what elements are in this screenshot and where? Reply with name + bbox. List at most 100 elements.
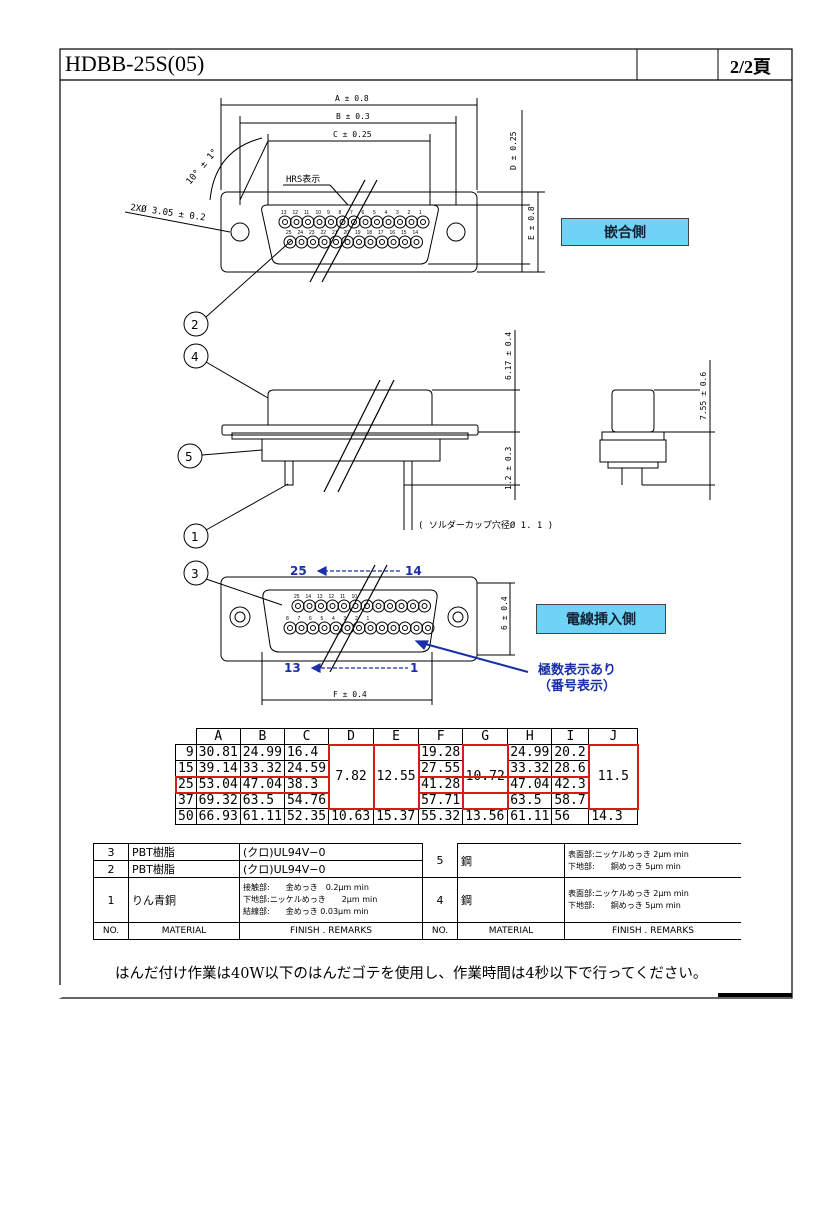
cell-f: 27.55	[418, 760, 464, 777]
finish-line: 表面部:ニッケルめっき 2μm min	[568, 889, 689, 898]
pin-arrows	[310, 566, 529, 673]
footer-finish: FINISH . REMARKS	[239, 922, 423, 940]
solder-cup-pin-number: 10	[352, 594, 358, 600]
col-header-e: E	[373, 728, 420, 745]
mating-pin-core	[298, 239, 305, 245]
mat-material: PBT樹脂	[128, 860, 240, 878]
solder-cup-pin-number: 1	[367, 616, 370, 622]
mating-pin-core	[379, 239, 385, 245]
solder-cup-pin-number: 2	[355, 616, 358, 622]
mating-pin	[382, 215, 395, 229]
solder-cup-pin-number: 13	[317, 594, 323, 600]
pin-label-25: 25	[290, 564, 307, 578]
finish-line: 下地部:ニッケルめっき 2μm min	[243, 895, 378, 904]
solder-cup-pin-core	[375, 603, 382, 609]
mating-pin-number: 18	[367, 230, 373, 236]
cell-a: 39.14	[195, 760, 241, 777]
callout-2: 2	[191, 318, 199, 332]
mating-pin-number: 2	[408, 210, 411, 216]
cell-g-merged: 10.72	[462, 744, 509, 809]
mating-pin-number: 10	[316, 210, 322, 216]
solder-cup-pin-core	[413, 625, 420, 631]
mating-pin-core	[356, 239, 362, 245]
mating-pin-number: 17	[378, 230, 384, 236]
mating-pin	[295, 235, 308, 249]
dim-a-label: A ± 0.8	[335, 94, 369, 103]
mating-pin	[370, 215, 384, 229]
cell-b: 24.99	[239, 744, 285, 761]
solder-cup-pin	[314, 599, 328, 613]
col-header-c: C	[283, 728, 330, 745]
footer-no: NO.	[422, 922, 458, 940]
solder-cup-pin-core	[306, 603, 313, 609]
mating-pin-number: 5	[373, 210, 376, 216]
mating-pin-core	[408, 219, 415, 225]
mating-pin-core	[385, 219, 392, 225]
mating-pin-number: 16	[390, 230, 396, 236]
mating-pin-number: 6	[362, 210, 365, 216]
pin-label-1: 1	[410, 661, 418, 675]
mating-pin	[359, 215, 372, 229]
solder-cup-pin-core	[387, 603, 393, 609]
mat-no: 2	[93, 860, 129, 878]
dim-b-label: B ± 0.3	[336, 112, 370, 121]
solder-cup-pin	[318, 621, 331, 635]
footer-material: MATERIAL	[128, 922, 240, 940]
dim-e-label: E ± 0.8	[527, 206, 536, 240]
table-row: 9 30.81 24.99 16.4 7.82 12.55 19.28 10.7…	[175, 744, 639, 809]
mating-pin-number: 1	[419, 210, 422, 216]
solder-cup-pin-core	[344, 625, 351, 631]
solder-cup-pin	[303, 599, 316, 613]
mating-pin-core	[420, 219, 426, 225]
polarity-note: 極数表示あり （番号表示）	[538, 663, 616, 695]
table-row: 50 66.93 61.11 52.35 10.63 15.37 55.32 1…	[175, 808, 639, 825]
solder-cup-pin-core	[398, 603, 405, 609]
solder-cup-pin-core	[333, 625, 339, 631]
solder-cup-pin	[375, 621, 389, 635]
solder-cup-pin	[406, 599, 420, 613]
mating-pin	[405, 215, 418, 229]
mat-finish: (クロ)UL94V−0	[239, 860, 423, 878]
finish-line: 下地部: 銅めっき 5μm min	[568, 901, 681, 910]
row-poles: 15	[175, 760, 197, 777]
solder-cup-pin-number: 14	[306, 594, 312, 600]
cell-f: 19.28	[418, 744, 464, 761]
mating-pin	[375, 235, 389, 249]
mating-pin-core	[339, 219, 346, 225]
dim-d-label: D ± 0.25	[509, 131, 518, 170]
col-header-h: H	[507, 728, 553, 745]
header-blank	[175, 728, 197, 745]
footer-no: NO.	[93, 922, 129, 940]
cell-a: 69.32	[195, 792, 241, 809]
mating-pin-number: 22	[321, 230, 327, 236]
mating-pin-core	[333, 239, 339, 245]
cell-h: 24.99	[507, 744, 553, 761]
cell-i: 42.3	[551, 776, 590, 793]
row-poles: 9	[175, 744, 197, 761]
polarity-note-line1: 極数表示あり	[538, 663, 617, 678]
mating-pin-number: 21	[332, 230, 338, 236]
solder-cup-pin-number: 6	[309, 616, 312, 622]
cell-b: 63.5	[239, 792, 285, 809]
solder-cup-pin	[306, 621, 320, 635]
mating-pin-number: 23	[309, 230, 315, 236]
solder-cup-pin-number: 4	[332, 616, 335, 622]
solder-cup-pin	[291, 599, 305, 613]
mat-material: PBT樹脂	[128, 843, 240, 861]
solder-cup-pin-core	[321, 625, 328, 631]
cell-j: 14.3	[588, 808, 639, 825]
mating-pin	[290, 215, 303, 229]
cell-g: 13.56	[462, 808, 509, 825]
solder-cup-pin	[383, 599, 397, 613]
mating-pin-core	[397, 219, 403, 225]
row-poles: 50	[175, 808, 197, 825]
solder-cup-pin-core	[421, 603, 428, 609]
side-view	[177, 330, 715, 549]
mat-right-finish-4: 表面部:ニッケルめっき 2μm min 下地部: 銅めっき 5μm min	[564, 877, 741, 923]
solder-cup-pin-number: 7	[298, 616, 301, 622]
finish-line: 接触部: 金めっき 0.2μm min	[243, 883, 369, 892]
mating-pin-core	[287, 239, 293, 245]
solder-cup-pin-core	[287, 625, 293, 631]
